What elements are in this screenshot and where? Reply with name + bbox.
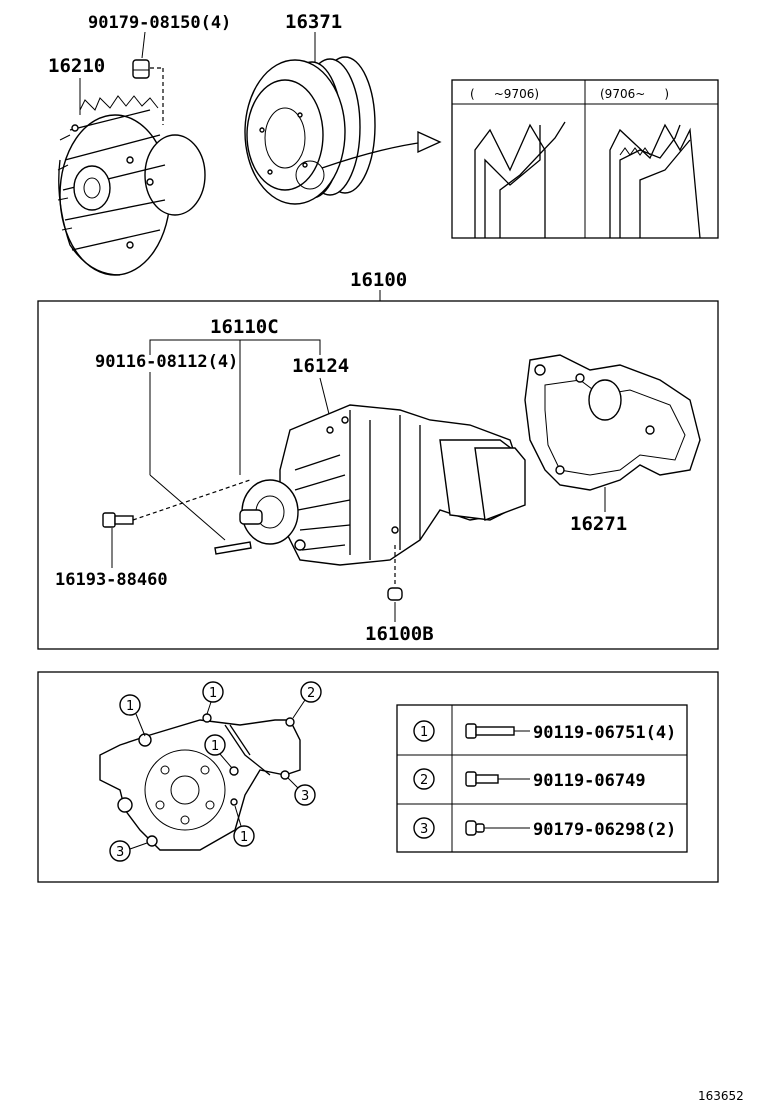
leader-water-pump-sub	[149, 339, 321, 475]
label-plug-16100b: 16100B	[365, 623, 434, 645]
legend-part-number: 90119-06749	[533, 771, 646, 791]
bolt-medium-icon	[465, 771, 530, 787]
callout-marker: 3	[109, 840, 148, 862]
legend-marker: 1	[420, 725, 428, 740]
label-gasket-small: 16124	[292, 355, 349, 377]
callout-marker: 1	[204, 734, 233, 769]
label-water-pump-assy: 16100	[350, 269, 407, 291]
label-pulley: 16371	[285, 11, 342, 33]
svg-text:3: 3	[116, 845, 124, 860]
label-stud-bolt: 90116-08112(4)	[95, 352, 238, 372]
callout-marker: 1	[119, 694, 146, 737]
legend-part-number: 90119-06751(4)	[533, 723, 676, 743]
pulley-illustration	[244, 56, 442, 205]
label-inset-right: (9706~ )	[600, 87, 669, 101]
legend-row: 1 90119-06751(4)	[413, 720, 676, 743]
label-inset-left: ( ~9706)	[470, 87, 539, 101]
callout-marker: 2	[292, 681, 322, 719]
plug-icon	[465, 820, 530, 836]
label-bolt-16193: 16193-88460	[55, 570, 168, 590]
callout-marker: 1	[202, 681, 224, 715]
water-pump-frame	[37, 300, 719, 650]
figure-id: 163652	[698, 1089, 744, 1103]
svg-text:1: 1	[211, 739, 219, 754]
leader-bolt-fan-clutch	[141, 31, 146, 59]
pump-rear-view-illustration	[99, 713, 301, 851]
callout-marker: 1	[233, 805, 255, 847]
svg-text:1: 1	[209, 686, 217, 701]
callout-markers: 1 1 2 1 1 3 3	[109, 681, 322, 862]
bolt-long-icon	[465, 723, 530, 739]
legend-marker: 3	[420, 822, 428, 837]
belt-profile-inset	[451, 79, 719, 239]
bolt-16193-illustration	[102, 479, 251, 528]
label-fan-clutch: 16210	[48, 55, 105, 77]
label-bolt-fan-clutch: 90179-08150(4)	[88, 13, 231, 33]
fan-clutch-illustration	[57, 95, 206, 276]
svg-text:1: 1	[126, 699, 134, 714]
svg-text:1: 1	[240, 830, 248, 845]
legend-marker: 2	[420, 773, 428, 788]
fan-clutch-bolt-illustration	[132, 59, 164, 125]
svg-text:3: 3	[301, 789, 309, 804]
bolt-legend-table: 1 90119-06751(4) 2 90119-06749 3	[396, 704, 688, 853]
label-water-pump-sub: 16110C	[210, 316, 279, 338]
gasket-16271-illustration	[524, 354, 701, 491]
bolt-location-frame	[37, 671, 719, 883]
legend-row: 2 90119-06749	[413, 768, 646, 791]
legend-part-number: 90179-06298(2)	[533, 820, 676, 840]
leader-gasket-small	[319, 377, 331, 419]
water-pump-illustration	[239, 404, 526, 566]
stud-bolt-illustration	[214, 541, 252, 555]
plug-16100b-illustration	[387, 545, 403, 601]
legend-row: 3 90179-06298(2)	[413, 817, 676, 840]
svg-text:2: 2	[307, 686, 315, 701]
label-gasket-large: 16271	[570, 513, 627, 535]
callout-marker: 3	[287, 777, 316, 806]
